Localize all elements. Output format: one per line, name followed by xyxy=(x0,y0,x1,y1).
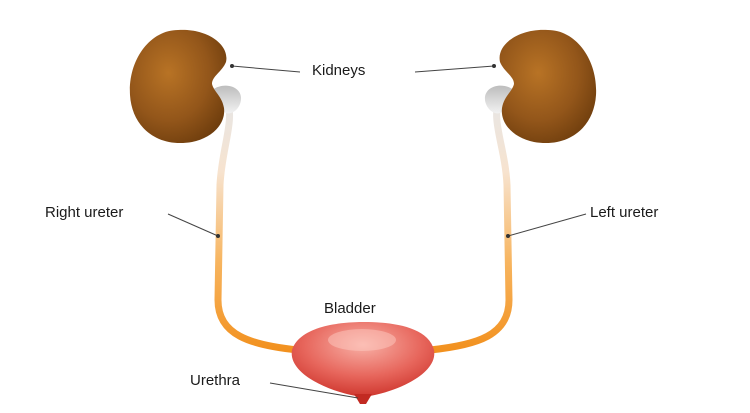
kidneys-leader-right xyxy=(414,65,495,73)
left-ureter-leader xyxy=(507,213,587,237)
kidneys-leader-left-dot xyxy=(230,64,234,68)
bladder-label: Bladder xyxy=(324,300,376,317)
bladder xyxy=(291,322,435,398)
left-ureter-label: Left ureter xyxy=(590,204,659,221)
left-kidney xyxy=(499,29,597,144)
urethra-label: Urethra xyxy=(190,372,241,389)
right-ureter-leader xyxy=(167,213,219,237)
left-renal-pelvis xyxy=(484,85,514,114)
kidneys-leader-right-dot xyxy=(492,64,496,68)
bladder-highlight xyxy=(328,329,396,351)
left-ureter xyxy=(426,92,513,354)
right-ureter-leader-dot xyxy=(216,234,220,238)
urethra xyxy=(354,394,372,404)
right-ureter-label: Right ureter xyxy=(45,204,124,221)
urethra-leader xyxy=(269,382,359,399)
right-kidney xyxy=(129,29,227,144)
kidneys-leader-left xyxy=(231,65,301,73)
right-renal-pelvis xyxy=(212,85,242,114)
left-ureter-leader-dot xyxy=(506,234,510,238)
kidneys-label: Kidneys xyxy=(312,62,366,79)
right-ureter xyxy=(214,92,302,354)
